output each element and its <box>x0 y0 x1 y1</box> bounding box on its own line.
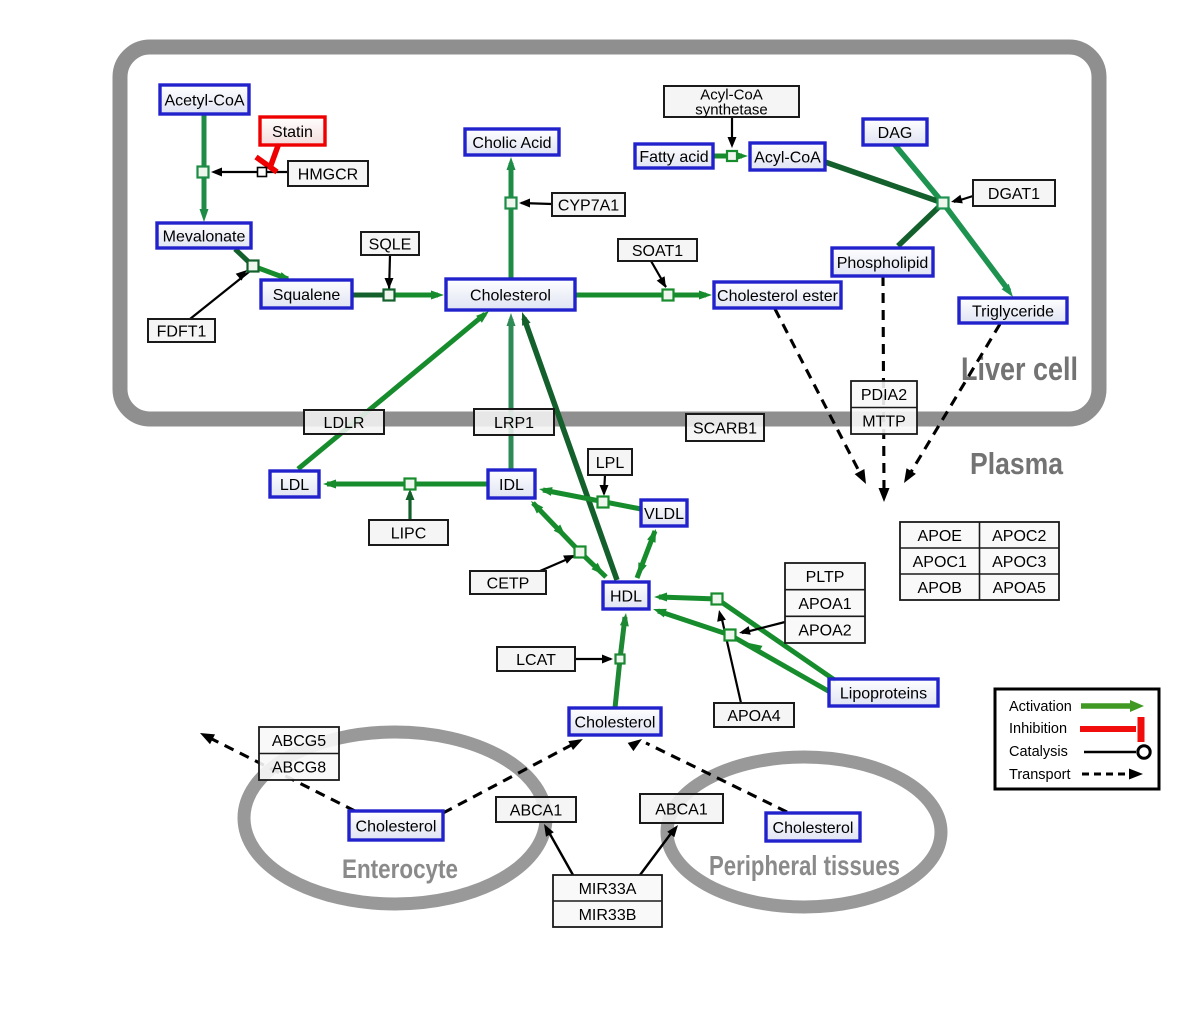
svg-text:ABCG5: ABCG5 <box>272 733 326 750</box>
svg-text:APOA5: APOA5 <box>993 580 1046 597</box>
svg-text:Enterocyte: Enterocyte <box>342 854 458 884</box>
svg-text:VLDL: VLDL <box>644 506 684 523</box>
svg-text:LIPC: LIPC <box>391 525 427 542</box>
svg-text:APOE: APOE <box>918 528 962 545</box>
svg-text:MIR33A: MIR33A <box>579 881 637 898</box>
svg-text:LRP1: LRP1 <box>494 415 534 432</box>
svg-text:DAG: DAG <box>878 125 913 142</box>
svg-text:APOC2: APOC2 <box>992 528 1046 545</box>
svg-text:Peripheral tissues: Peripheral tissues <box>709 850 900 881</box>
svg-text:PDIA2: PDIA2 <box>861 387 907 404</box>
svg-text:MTTP: MTTP <box>862 414 906 431</box>
svg-text:SOAT1: SOAT1 <box>632 243 683 260</box>
svg-text:APOA1: APOA1 <box>798 596 851 613</box>
svg-text:Fatty acid: Fatty acid <box>639 149 708 166</box>
svg-text:Inhibition: Inhibition <box>1009 721 1067 737</box>
svg-text:Phospholipid: Phospholipid <box>837 255 929 272</box>
svg-text:LDL: LDL <box>280 477 309 494</box>
svg-text:Cholesterol: Cholesterol <box>356 818 437 835</box>
svg-text:DGAT1: DGAT1 <box>988 186 1040 203</box>
svg-text:synthetase: synthetase <box>695 102 768 119</box>
svg-text:Liver cell: Liver cell <box>961 351 1078 387</box>
svg-text:PLTP: PLTP <box>806 569 845 586</box>
svg-text:LCAT: LCAT <box>516 652 556 669</box>
svg-text:LPL: LPL <box>596 455 625 472</box>
svg-text:MIR33B: MIR33B <box>579 907 637 924</box>
svg-text:IDL: IDL <box>499 477 524 494</box>
svg-text:APOA4: APOA4 <box>727 708 780 725</box>
svg-text:APOC3: APOC3 <box>992 554 1046 571</box>
svg-text:Cholesterol ester: Cholesterol ester <box>717 288 839 305</box>
svg-text:CETP: CETP <box>487 575 530 592</box>
svg-text:LDLR: LDLR <box>324 415 365 432</box>
svg-text:ABCA1: ABCA1 <box>655 801 708 818</box>
svg-text:APOA2: APOA2 <box>798 622 851 639</box>
svg-text:Mevalonate: Mevalonate <box>163 228 246 245</box>
svg-text:Activation: Activation <box>1009 699 1072 715</box>
svg-text:Cholic Acid: Cholic Acid <box>472 135 551 152</box>
svg-text:HDL: HDL <box>610 588 642 605</box>
svg-text:Statin: Statin <box>272 124 313 141</box>
svg-text:SCARB1: SCARB1 <box>693 420 757 437</box>
svg-text:Lipoproteins: Lipoproteins <box>840 685 927 702</box>
svg-text:CYP7A1: CYP7A1 <box>558 197 619 214</box>
svg-text:Cholesterol: Cholesterol <box>773 820 854 837</box>
svg-text:Cholesterol: Cholesterol <box>575 714 656 731</box>
svg-text:Cholesterol: Cholesterol <box>470 287 551 304</box>
svg-text:ABCA1: ABCA1 <box>510 802 563 819</box>
svg-text:APOC1: APOC1 <box>913 554 967 571</box>
svg-text:Triglyceride: Triglyceride <box>972 303 1054 320</box>
svg-text:APOB: APOB <box>918 580 962 597</box>
svg-text:Acetyl-CoA: Acetyl-CoA <box>164 92 244 109</box>
svg-text:Acyl-CoA: Acyl-CoA <box>700 86 763 103</box>
svg-text:SQLE: SQLE <box>369 236 412 253</box>
svg-text:Squalene: Squalene <box>273 287 341 304</box>
svg-text:Catalysis: Catalysis <box>1009 744 1068 760</box>
svg-text:Transport: Transport <box>1009 767 1071 783</box>
svg-text:HMGCR: HMGCR <box>298 166 358 183</box>
svg-text:Plasma: Plasma <box>970 446 1064 481</box>
svg-text:ABCG8: ABCG8 <box>272 760 326 777</box>
svg-text:FDFT1: FDFT1 <box>157 323 207 340</box>
svg-text:Acyl-CoA: Acyl-CoA <box>754 149 821 166</box>
